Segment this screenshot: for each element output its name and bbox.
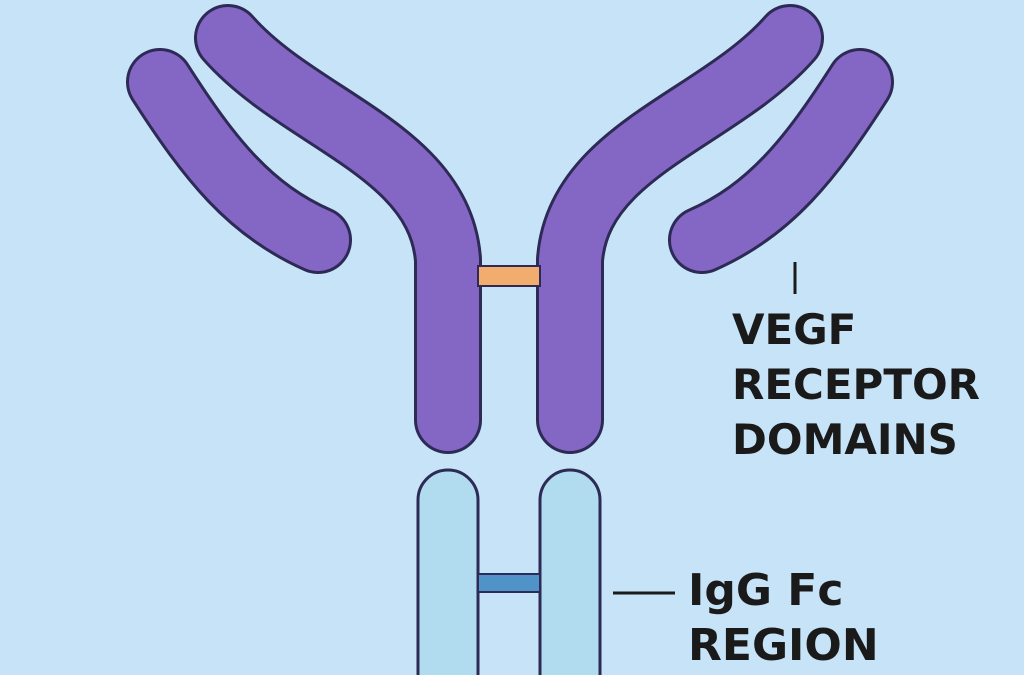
right-heavy-chain [539, 7, 821, 451]
lower-fc-linker [477, 573, 541, 593]
left-heavy-chain [197, 7, 479, 451]
left-fc-chain [416, 468, 480, 675]
fc-label-line1: IgG Fc [688, 565, 843, 616]
fc-label-line2: REGION [688, 620, 879, 671]
right-fc-chain [538, 468, 602, 675]
vegf-label-line3: DOMAINS [732, 415, 958, 464]
upper-disulfide-linker [477, 265, 541, 287]
vegf-label-line2: RECEPTOR [732, 360, 980, 409]
left-outer-arm [129, 51, 349, 271]
vegf-label-line1: VEGF [732, 305, 856, 354]
right-outer-arm [671, 51, 891, 271]
